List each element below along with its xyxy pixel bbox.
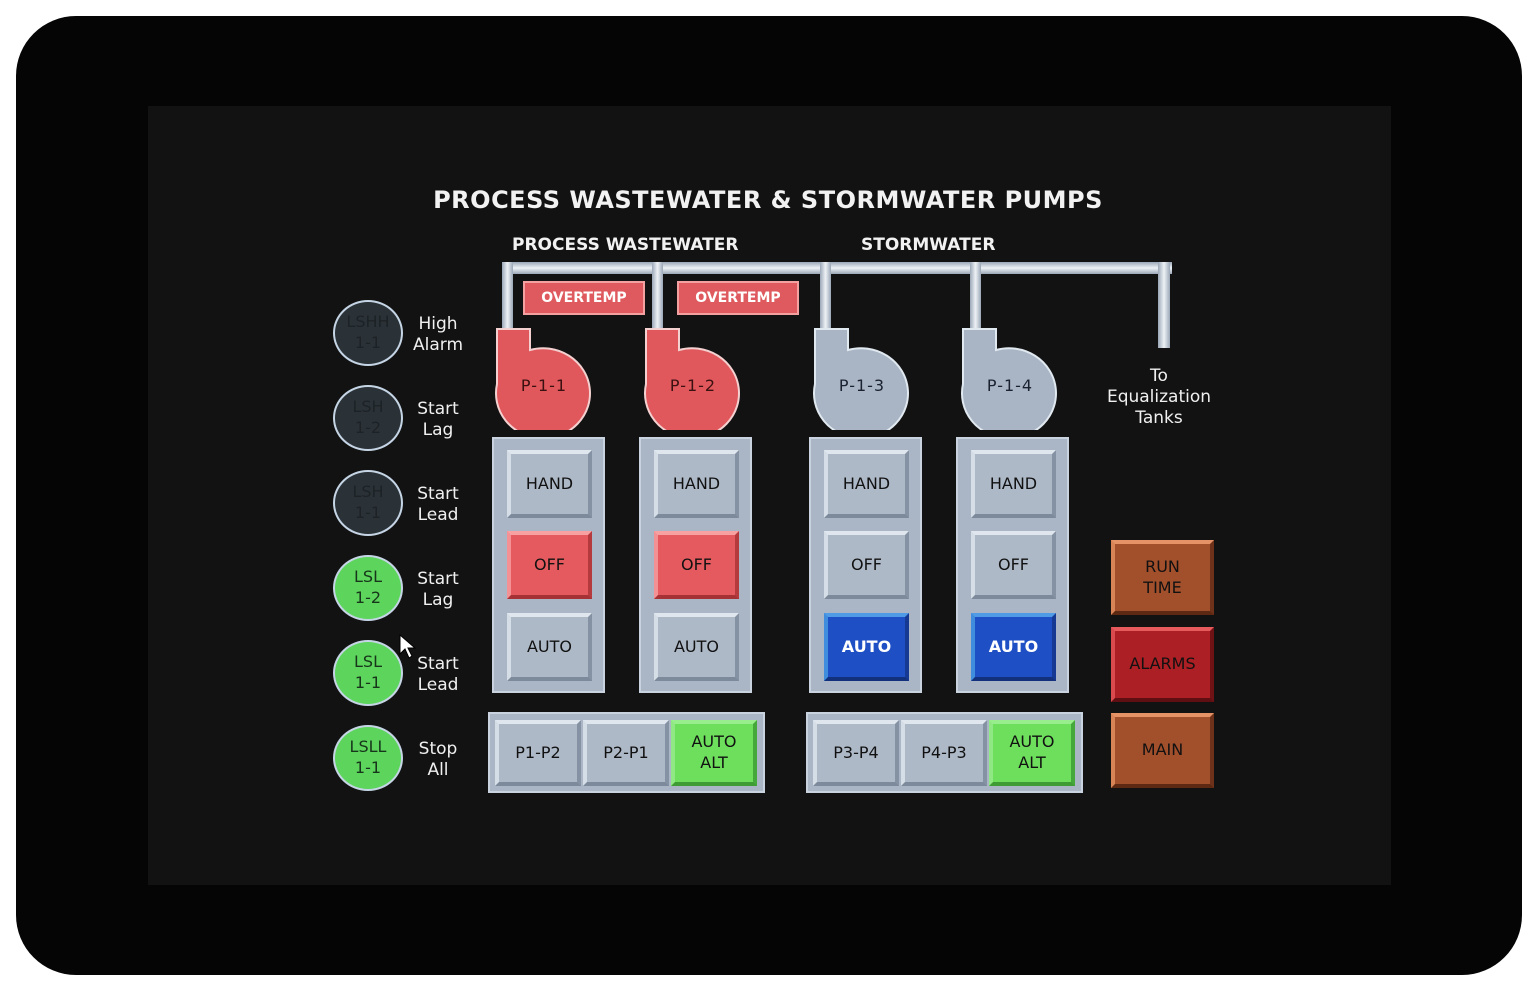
off-button[interactable]: OFF <box>971 531 1056 599</box>
switch-label-line: High <box>418 314 458 334</box>
button-label: TIME <box>1143 577 1182 597</box>
hand-button[interactable]: HAND <box>654 450 739 518</box>
button-label: RUN <box>1145 556 1180 576</box>
destination-line: To <box>1150 366 1168 386</box>
destination-line: Tanks <box>1135 408 1183 428</box>
switch-num: 1-1 <box>354 333 382 352</box>
switch-label-line: Start <box>417 569 459 589</box>
auto-button[interactable]: AUTO <box>654 613 739 681</box>
hand-button[interactable]: HAND <box>971 450 1056 518</box>
mode-panel-p-1-4: HAND OFF AUTO <box>956 437 1069 693</box>
mode-panel-p-1-2: HAND OFF AUTO <box>639 437 752 693</box>
pump-p-1-3[interactable]: P-1-3 <box>812 326 912 430</box>
pump-label: P-1-4 <box>986 376 1034 395</box>
pump-riser-pipe <box>820 262 831 330</box>
alternation-p4-p3-button[interactable]: P4-P3 <box>901 720 987 786</box>
pump-riser-pipe <box>970 262 981 330</box>
main-button[interactable]: MAIN <box>1111 713 1214 788</box>
switch-label-line: All <box>427 760 449 780</box>
switch-tag: LSL <box>354 567 382 587</box>
switch-label-line: Lead <box>417 675 459 695</box>
auto-alt-button[interactable]: AUTO ALT <box>989 720 1075 786</box>
alternation-group-p1-p2: P1-P2 P2-P1 AUTO ALT <box>488 712 765 793</box>
button-label: ALT <box>1018 753 1046 772</box>
alarms-button[interactable]: ALARMS <box>1111 627 1214 702</box>
switch-label-line: Start <box>417 399 459 419</box>
button-label: ALT <box>700 753 728 772</box>
auto-button[interactable]: AUTO <box>971 613 1056 681</box>
switch-label-line: Start <box>417 654 459 674</box>
mouse-cursor-icon <box>399 634 417 659</box>
mode-panel-p-1-3: HAND OFF AUTO <box>809 437 922 693</box>
switch-label-line: Lead <box>417 505 459 525</box>
alternation-p1-p2-button[interactable]: P1-P2 <box>495 720 581 786</box>
switch-tag: LSL <box>354 652 382 672</box>
pump-icon <box>813 328 909 430</box>
button-label: AUTO <box>691 732 737 752</box>
switch-tag: LSLL <box>349 737 387 757</box>
alternation-p2-p1-button[interactable]: P2-P1 <box>583 720 669 786</box>
pump-icon <box>644 328 740 430</box>
hand-button[interactable]: HAND <box>824 450 909 518</box>
switch-num: 1-2 <box>354 418 382 437</box>
pump-label: P-1-1 <box>520 376 568 395</box>
switch-tag: LSH <box>352 482 384 502</box>
switch-num: 1-1 <box>354 758 382 777</box>
off-button[interactable]: OFF <box>507 531 592 599</box>
button-label: AUTO <box>1009 732 1055 752</box>
switch-label-line: Lag <box>422 590 454 610</box>
switch-num: 1-1 <box>354 673 382 692</box>
pump-p-1-1[interactable]: P-1-1 <box>494 326 594 430</box>
alternation-group-p3-p4: P3-P4 P4-P3 AUTO ALT <box>806 712 1083 793</box>
pump-label: P-1-3 <box>838 376 886 395</box>
switch-label-line: Alarm <box>412 335 464 355</box>
alternation-p3-p4-button[interactable]: P3-P4 <box>813 720 899 786</box>
destination-label: To Equalization Tanks <box>1100 366 1218 429</box>
pump-p-1-4[interactable]: P-1-4 <box>960 326 1060 430</box>
pump-p-1-2[interactable]: P-1-2 <box>643 326 743 430</box>
discharge-pipe-down <box>1158 262 1170 348</box>
mode-panel-p-1-1: HAND OFF AUTO <box>492 437 605 693</box>
destination-line: Equalization <box>1106 387 1212 407</box>
pump-icon <box>961 328 1057 430</box>
switch-label-line: Stop <box>418 739 458 759</box>
switch-num: 1-2 <box>354 588 382 607</box>
section-label-process: PROCESS WASTEWATER <box>512 235 739 255</box>
section-label-stormwater: STORMWATER <box>861 235 996 255</box>
switch-num: 1-1 <box>354 503 382 522</box>
auto-button[interactable]: AUTO <box>824 613 909 681</box>
switch-tag: LSH <box>352 397 384 417</box>
run-time-button[interactable]: RUN TIME <box>1111 540 1214 615</box>
hand-button[interactable]: HAND <box>507 450 592 518</box>
pump-riser-pipe <box>652 262 663 330</box>
pump-riser-pipe <box>502 262 513 330</box>
off-button[interactable]: OFF <box>654 531 739 599</box>
pump-label: P-1-2 <box>669 376 717 395</box>
switch-tag: LSHH <box>346 312 390 332</box>
pump-icon <box>495 328 591 430</box>
off-button[interactable]: OFF <box>824 531 909 599</box>
auto-button[interactable]: AUTO <box>507 613 592 681</box>
switch-label-line: Lag <box>422 420 454 440</box>
overtemp-alarm-p-1-1: OVERTEMP <box>523 281 645 315</box>
page-title: PROCESS WASTEWATER & STORMWATER PUMPS <box>433 186 1103 214</box>
overtemp-alarm-p-1-2: OVERTEMP <box>677 281 799 315</box>
auto-alt-button[interactable]: AUTO ALT <box>671 720 757 786</box>
discharge-header-pipe <box>502 262 1172 274</box>
switch-label-line: Start <box>417 484 459 504</box>
